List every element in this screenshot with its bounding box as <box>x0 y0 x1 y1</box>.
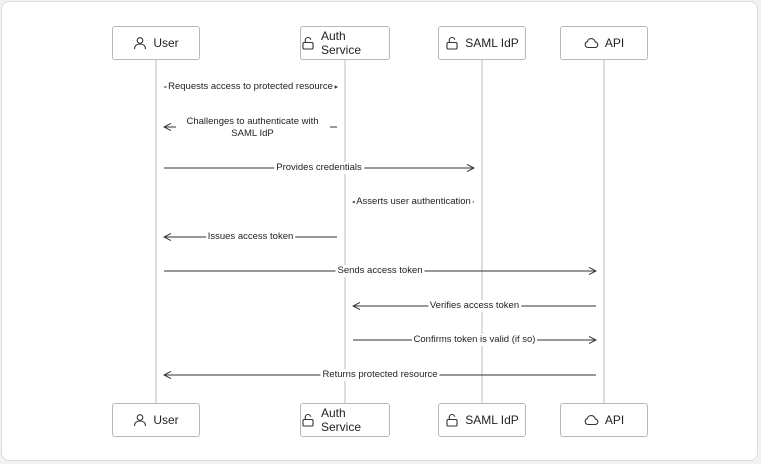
message-label: Asserts user authentication <box>354 196 473 208</box>
message-label: Verifies access token <box>427 300 522 312</box>
participant-user-top[interactable]: User <box>112 26 200 60</box>
participant-label: User <box>153 413 179 427</box>
message-label: Sends access token <box>335 265 425 277</box>
participant-label: User <box>153 36 179 50</box>
message-label: Confirms token is valid (if so) <box>411 334 538 346</box>
cloud-icon <box>584 413 599 427</box>
lock-icon <box>445 413 459 427</box>
participant-auth-top[interactable]: Auth Service <box>300 26 390 60</box>
participant-auth-bottom[interactable]: Auth Service <box>300 403 390 437</box>
participant-label: SAML IdP <box>465 413 519 427</box>
message-label: Issues access token <box>205 231 296 243</box>
participant-label: SAML IdP <box>465 36 519 50</box>
participant-api-bottom[interactable]: API <box>560 403 648 437</box>
cloud-icon <box>584 36 599 50</box>
lock-icon <box>445 36 459 50</box>
lock-icon <box>301 36 315 50</box>
participant-label: API <box>604 413 625 427</box>
user-icon <box>133 413 147 427</box>
participant-label: Auth Service <box>321 29 362 57</box>
user-icon <box>133 36 147 50</box>
participant-api-top[interactable]: API <box>560 26 648 60</box>
message-label: Requests access to protected resource <box>166 81 335 93</box>
participant-label: Auth Service <box>321 406 362 434</box>
participant-saml-bottom[interactable]: SAML IdP <box>438 403 526 437</box>
message-label: Returns protected resource <box>320 369 440 381</box>
lock-icon <box>301 413 315 427</box>
participant-saml-top[interactable]: SAML IdP <box>438 26 526 60</box>
message-label: Challenges to authenticate with SAML IdP <box>175 116 330 140</box>
participant-label: API <box>604 36 625 50</box>
participant-user-bottom[interactable]: User <box>112 403 200 437</box>
message-label: Provides credentials <box>274 162 364 174</box>
